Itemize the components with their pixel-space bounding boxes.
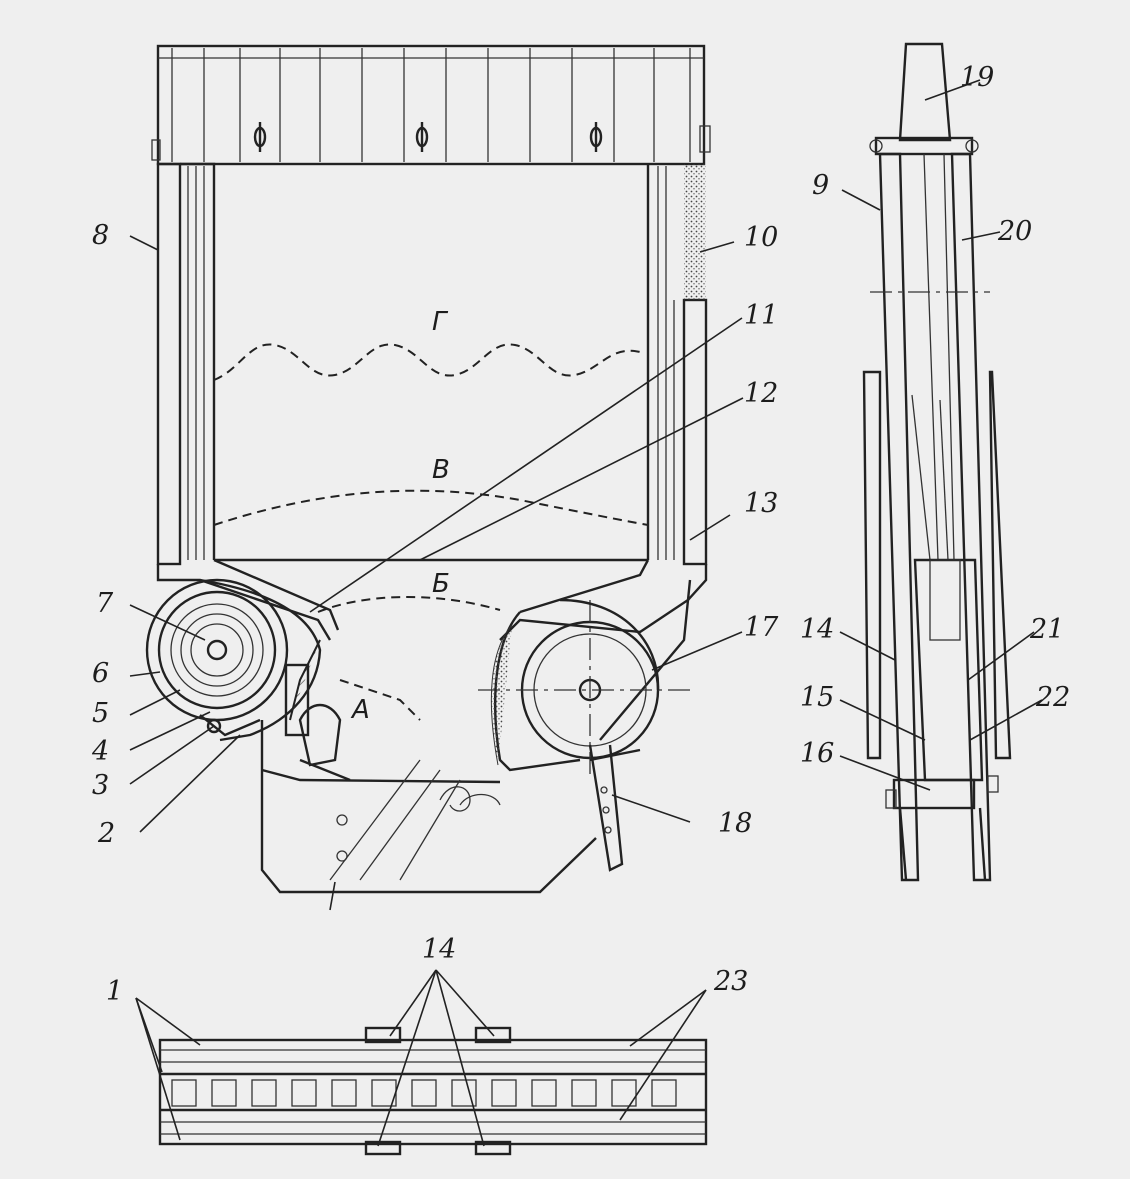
- leader-lines-front: [129, 235, 744, 911]
- label-4: 4: [91, 736, 109, 767]
- label-1: 1: [106, 976, 123, 1007]
- label-3: 3: [92, 770, 109, 801]
- label-17: 17: [744, 612, 779, 643]
- label-6: 6: [92, 658, 109, 689]
- zone-g: Г: [432, 307, 449, 337]
- label-19: 19: [960, 62, 994, 93]
- label-5: 5: [92, 698, 109, 729]
- label-14-bottom: 14: [422, 934, 456, 965]
- label-12: 12: [744, 378, 778, 409]
- plan-view: [135, 969, 708, 1156]
- front-view: [129, 44, 744, 911]
- part-labels: 8 10 11 12 13 17 18 7 6 5 4 3 2 19 9 20 …: [91, 62, 1070, 1007]
- label-15: 15: [800, 682, 834, 713]
- label-20: 20: [997, 216, 1032, 247]
- label-16: 16: [800, 738, 834, 769]
- leader-lines-side: [839, 79, 1043, 791]
- top-header: [151, 44, 711, 166]
- side-view: [839, 42, 1043, 882]
- label-9: 9: [812, 170, 829, 201]
- zone-v: В: [432, 455, 450, 485]
- zone-b: Б: [432, 569, 450, 599]
- label-14-side: 14: [800, 614, 834, 645]
- zone-a: А: [350, 695, 370, 725]
- label-7: 7: [96, 588, 114, 619]
- label-8: 8: [92, 220, 109, 251]
- label-13: 13: [744, 488, 778, 519]
- label-23: 23: [713, 966, 748, 997]
- label-22: 22: [1035, 682, 1070, 713]
- label-18: 18: [718, 808, 752, 839]
- zone-labels: Г В Б А: [350, 307, 450, 725]
- label-11: 11: [744, 300, 778, 331]
- right-roller: [478, 598, 690, 872]
- label-10: 10: [744, 222, 778, 253]
- outlet-body: [156, 558, 708, 894]
- label-21: 21: [1029, 614, 1064, 645]
- left-roller: [145, 578, 322, 742]
- label-2: 2: [97, 818, 115, 849]
- side-walls: [156, 162, 708, 566]
- leader-lines-plan: [135, 969, 707, 1147]
